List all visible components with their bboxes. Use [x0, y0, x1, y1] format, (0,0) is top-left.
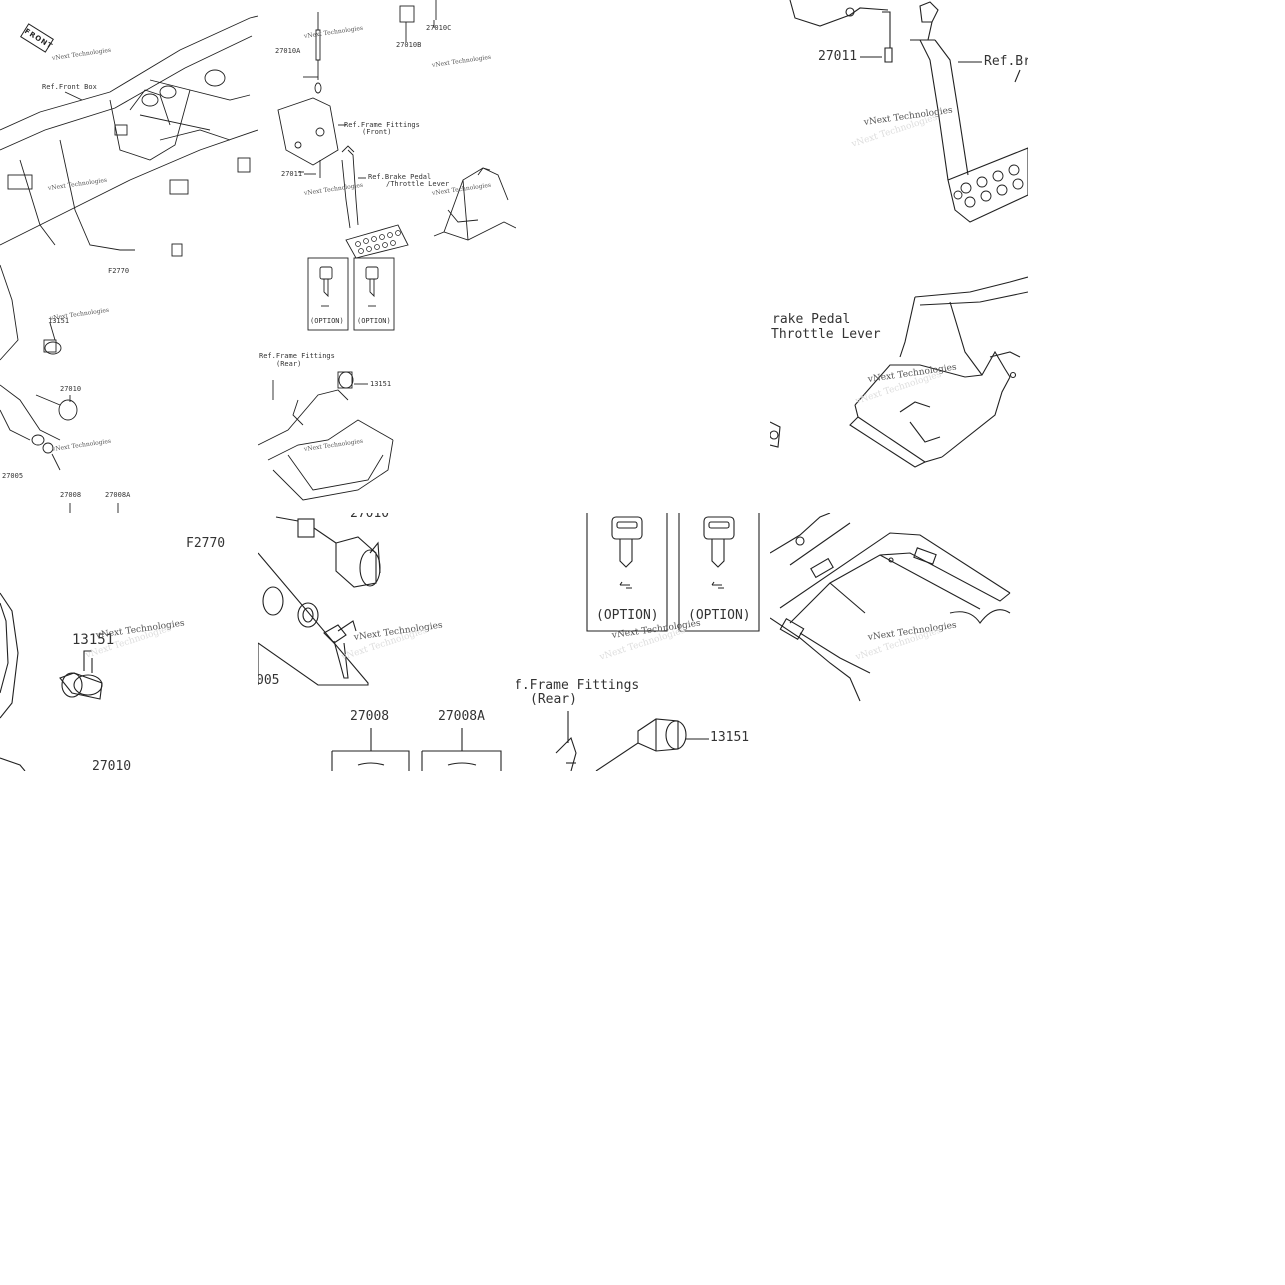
part-27008-zoom-label: 27008	[350, 709, 390, 724]
part-27010b-label: 27010B	[396, 41, 422, 49]
ref-frame-fittings-front-sub-label: (Front)	[362, 128, 392, 136]
part-27010a-label: 27010A	[275, 47, 301, 55]
option-zoom-label-left: (OPTION)	[596, 608, 659, 623]
tile-zoom-brake-pedal: 27011 Ref.Br vNext Technologies vNext Te…	[770, 0, 1028, 258]
pedal-and-keys-drawing	[258, 0, 516, 501]
dashboard-assembly-drawing	[0, 15, 258, 513]
part-13151-rear-label: 13151	[370, 380, 392, 388]
brake-pedal-zoom-drawing	[789, 0, 1028, 223]
tile-overview-left: FRONT Ref.Front Box F2770 13151 27010 27…	[0, 0, 258, 513]
ref-throttle-lever-label: /Throttle Lever	[386, 180, 450, 188]
socket-zoom-drawing	[0, 592, 103, 771]
part-13151-label: 13151	[48, 317, 70, 325]
part-27005-label: 27005	[2, 472, 24, 480]
tile-zoom-ignition: 27010 005 27008 27008A vNext Technologie…	[258, 513, 516, 771]
part-27008-label: 27008	[60, 491, 82, 499]
ref-brake-pedal-label: Ref.Brake Pedal	[368, 173, 432, 181]
ref-frame-fittings-zoom-sub-label: (Rear)	[530, 692, 577, 707]
option-label-right: (OPTION)	[357, 317, 391, 325]
part-27010c-label: 27010C	[426, 24, 452, 32]
ref-frame-fittings-rear-label: Ref.Frame Fittings	[259, 352, 335, 360]
part-27010-label: 27010	[60, 385, 82, 393]
part-27010-zoom-partial-label: 27010	[92, 759, 132, 771]
ref-frame-fittings-rear-sub-label: (Rear)	[276, 360, 302, 368]
keys-zoom-drawing	[555, 513, 760, 771]
tile-zoom-keys: (OPTION) (OPTION) f.Frame Fittings (Rear…	[516, 513, 770, 771]
ref-frame-fittings-zoom-label: f.Frame Fittings	[516, 678, 640, 693]
part-27008a-label: 27008A	[105, 491, 131, 499]
option-zoom-label-right: (OPTION)	[688, 608, 751, 623]
option-label-left: (OPTION)	[310, 317, 344, 325]
part-13151-zoom-label: 13151	[72, 632, 115, 648]
diagram-code-label: F2770	[108, 267, 130, 275]
part-27010-zoom-label: 27010	[350, 513, 390, 521]
part-27008a-zoom-label: 27008A	[438, 709, 485, 724]
ref-brake-pedal-partial-label: Ref.Br	[984, 54, 1028, 69]
part-27011-label: 27011	[281, 170, 303, 178]
ref-throttle-lever-zoom-label: Throttle Lever	[771, 327, 881, 342]
tile-zoom-rear-frame: vNext Technologies vNext Technologies	[770, 513, 1028, 703]
ref-front-box-label: Ref.Front Box	[42, 83, 97, 91]
part-27005-zoom-partial-label: 005	[258, 673, 280, 688]
ref-frame-fittings-front-label: Ref.Frame Fittings	[344, 121, 420, 129]
rear-frame-zoom-drawing	[770, 513, 1011, 702]
ignition-zoom-drawing	[258, 516, 381, 686]
throttle-lever-zoom-drawing	[770, 276, 1028, 468]
tile-zoom-socket: F2770 13151 27010 vNext Technologies vNe…	[0, 513, 258, 771]
tile-overview-right: 27010B 27010C 27010A Ref.Frame Fittings …	[258, 0, 516, 513]
diagram-code-zoom-label: F2770	[186, 536, 226, 551]
tile-zoom-throttle-lever: rake Pedal Throttle Lever vNext Technolo…	[770, 257, 1028, 515]
part-27011-zoom-label: 27011	[818, 49, 858, 64]
key-box-tops	[331, 728, 502, 771]
ref-brake-pedal-zoom-label: rake Pedal	[772, 312, 851, 327]
part-13151-zoom-rear-label: 13151	[710, 730, 750, 745]
